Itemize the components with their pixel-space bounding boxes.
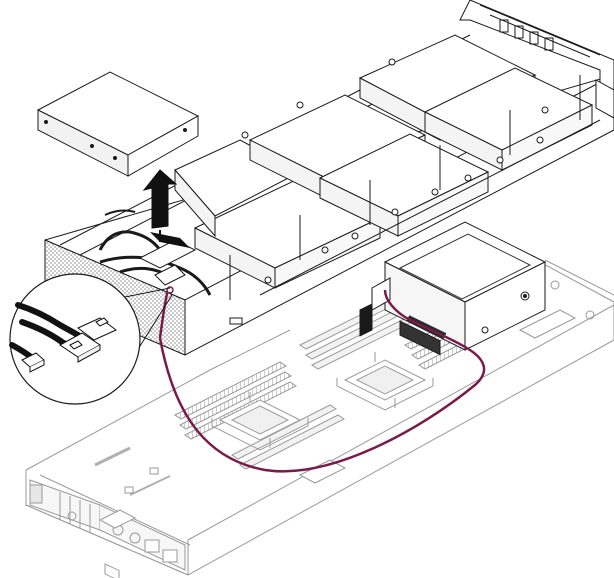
cpu-socket-2 xyxy=(336,352,434,411)
cpu-socket-1 xyxy=(211,392,309,451)
removed-hard-drive xyxy=(36,71,200,177)
system-board-tray xyxy=(25,259,614,578)
drive-cage-assembly xyxy=(44,0,614,356)
installed-drive-4 xyxy=(318,133,490,237)
cable-end-marker xyxy=(166,286,174,294)
installed-drive-6 xyxy=(423,67,594,171)
connector-detail-callout xyxy=(9,273,173,405)
raid-adapter xyxy=(359,221,547,356)
lift-arrow xyxy=(142,169,190,248)
